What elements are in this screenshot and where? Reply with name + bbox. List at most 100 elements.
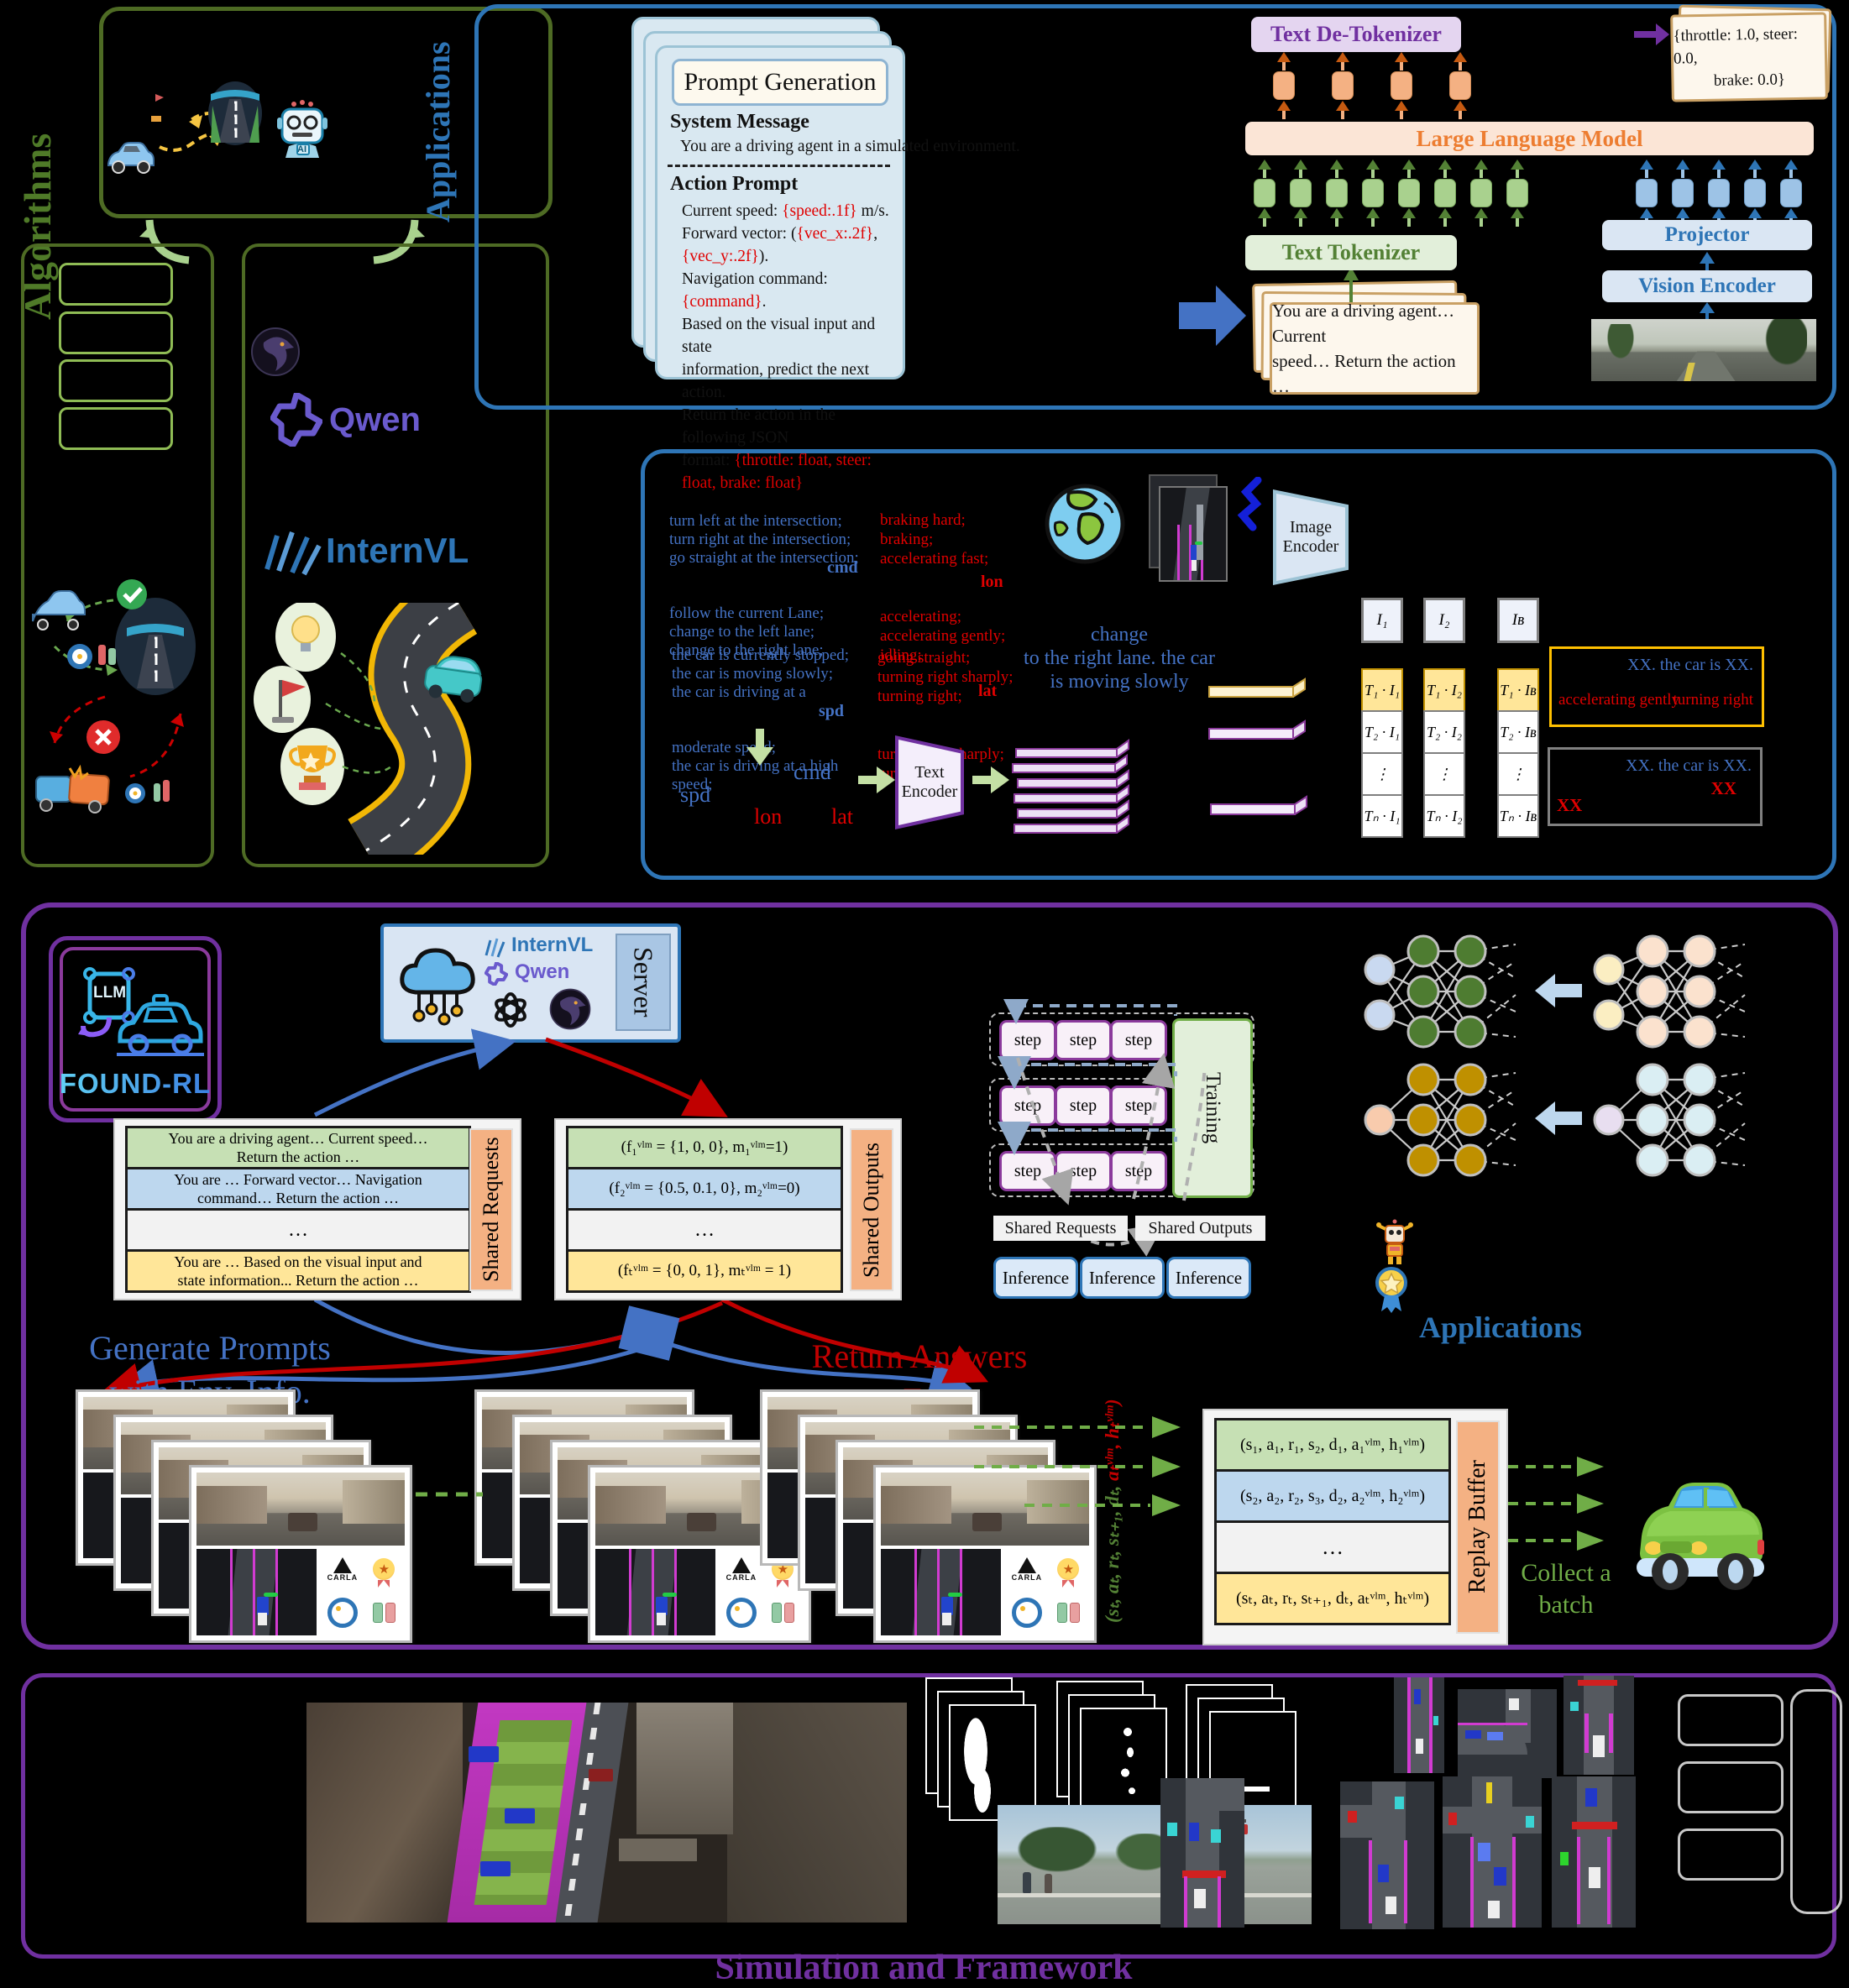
token-icon <box>1254 160 1275 227</box>
token-icon <box>1744 160 1766 227</box>
camera-arrow <box>1700 302 1715 319</box>
server-label: Server <box>628 947 659 1018</box>
simulation-caption: Simulation and Framework <box>715 1949 1133 1987</box>
token-icon <box>1326 160 1348 227</box>
legend-slot-3 <box>1678 1828 1784 1881</box>
vision-encoder-box: Vision Encoder <box>1602 270 1812 302</box>
qwen-mini-icon <box>485 962 508 986</box>
token-icon <box>1290 160 1312 227</box>
distill-arrow-1 <box>1535 974 1582 1007</box>
text-embedding-slab-1 <box>1208 719 1306 740</box>
road-circle-icon <box>208 81 262 145</box>
carla-logo: CARLA <box>327 1556 359 1582</box>
scheduler-outputs-label: Shared Outputs <box>1135 1216 1265 1241</box>
replay-buffer-bar: Replay Buffer <box>1456 1420 1500 1634</box>
system-message-heading: System Message <box>670 111 809 133</box>
projector-arrow <box>1700 252 1715 270</box>
cycle-arrow-right-icon <box>373 219 425 264</box>
matrix-header-i2: I₂ <box>1423 598 1465 643</box>
legend-slot-tall <box>1790 1689 1842 1914</box>
request-row-3: … <box>125 1208 471 1252</box>
env-stack-2: CARLA ★ <box>474 1389 811 1643</box>
positive-template-text: XX. the car is XX. <box>1627 656 1753 674</box>
replay-row-4: (sₜ, aₜ, rₜ, sₜ₊₁, dₜ, aₜᵛˡᵐ, hₜᵛˡᵐ) <box>1214 1572 1451 1625</box>
text-encoder-trapezoid: Text Encoder <box>895 735 964 829</box>
carla-logo: CARLA <box>726 1556 757 1582</box>
lon-label: lon <box>981 573 1003 591</box>
llm-box: Large Language Model <box>1245 122 1814 155</box>
robot-ai-label: AI <box>297 144 306 154</box>
step-box: step <box>1055 1086 1112 1126</box>
algorithm-slot-2 <box>59 311 173 354</box>
prompt-divider <box>668 165 890 167</box>
replay-in-arrows <box>974 1416 1181 1516</box>
negative-x-left: XX <box>1557 795 1583 815</box>
text-embedding-stack <box>1012 739 1129 834</box>
action-prompt-heading: Action Prompt <box>670 173 799 195</box>
token-icon <box>1708 160 1730 227</box>
projector-box: Projector <box>1602 220 1812 250</box>
raven-logo-icon <box>251 327 300 376</box>
retrieval-box <box>641 449 1836 880</box>
server-box: InternVL Qwen Server <box>380 923 681 1043</box>
route-squiggle-icon <box>1237 477 1262 531</box>
steering-wheel-icon <box>327 1597 358 1628</box>
agent-car-icon <box>1637 1483 1764 1590</box>
teacher-network-1 <box>1593 934 1746 1049</box>
training-label: Training <box>1202 1072 1224 1144</box>
token-icon <box>1398 160 1420 227</box>
camera-image <box>1591 319 1816 381</box>
shared-outputs-panel: (f₁ᵛˡᵐ = {1, 0, 0}, m₁ᵛˡᵐ=1) (f₂ᵛˡᵐ = {0… <box>554 1118 902 1300</box>
foundrl-badge: LLM FOUND-RL <box>49 936 222 1122</box>
inference-box-1: Inference <box>993 1257 1078 1299</box>
medal-icon <box>1375 1267 1407 1313</box>
token-icon <box>1391 52 1412 119</box>
qwen-logo-text: Qwen <box>329 401 421 438</box>
positive-result-box: XX. the car is XX. accelerating gently t… <box>1549 646 1764 727</box>
text-embedding-slab-2 <box>1210 795 1307 815</box>
token-icon <box>1506 160 1528 227</box>
matrix-column-2: T₁ · I₂ T₂ · I₂ ⋮ Tₙ · I₂ <box>1423 668 1465 838</box>
inference-box-3: Inference <box>1166 1257 1251 1299</box>
action-line-3: Navigation command: {command}. <box>682 270 828 311</box>
token-icon <box>1434 160 1456 227</box>
reward-medal-icon: ★ <box>1057 1558 1080 1588</box>
tree-shape <box>1605 323 1637 363</box>
output-note-line1: {throttle: 1.0, steer: 0.0, <box>1673 24 1799 68</box>
lat-label: lat <box>978 682 998 700</box>
framework-box <box>21 902 1838 1650</box>
mask-stack-1 <box>925 1677 1051 1824</box>
llm-chip-icon <box>78 967 135 1038</box>
action-line-6: Return the action in the following JSON <box>682 406 836 447</box>
text-token-row <box>1254 160 1528 227</box>
output-row-4: (fₜᵛˡᵐ = {0, 0, 1}, mₜᵛˡᵐ = 1) <box>566 1249 843 1293</box>
pedals-icon <box>372 1602 395 1623</box>
text-encoder-label2: Encoder <box>901 782 958 801</box>
env-stack-1: CARLA ★ <box>76 1389 412 1643</box>
token-icon <box>1332 52 1354 119</box>
spd-label: spd <box>819 702 845 720</box>
flow-arrows-overlay <box>99 1028 989 1446</box>
pedals-icon <box>771 1602 794 1623</box>
shared-requests-panel: You are a driving agent… Current speed…R… <box>113 1118 521 1300</box>
server-label-bar: Server <box>615 934 671 1031</box>
negative-template-text: XX. the car is XX. <box>1626 756 1752 775</box>
reward-robot-icon <box>1376 1219 1413 1264</box>
flow-cmd-label: cmd <box>794 760 831 784</box>
flow-spd-label: spd <box>680 782 711 807</box>
image-encoder-trapezoid: Image Encoder <box>1273 489 1349 585</box>
street-photo <box>998 1805 1312 1924</box>
pedals-icon <box>1056 1602 1080 1623</box>
flow-right-arrow-2 <box>972 766 1009 793</box>
action-prompt-lines: Current speed: {speed:.1f} m/s. Forward … <box>682 200 892 494</box>
distill-arrow-2 <box>1535 1101 1582 1135</box>
output-row-1: (f₁ᵛˡᵐ = {1, 0, 0}, m₁ᵛˡᵐ=1) <box>566 1126 843 1169</box>
env-card-front: CARLA ★ <box>873 1465 1097 1643</box>
input-note-line2: speed… Return the action … <box>1272 351 1456 396</box>
reward-medal-icon: ★ <box>373 1558 395 1588</box>
cmd-list: turn left at the intersection;turn right… <box>669 512 859 659</box>
token-icon <box>1672 160 1694 227</box>
raven-mini-icon <box>549 988 591 1030</box>
